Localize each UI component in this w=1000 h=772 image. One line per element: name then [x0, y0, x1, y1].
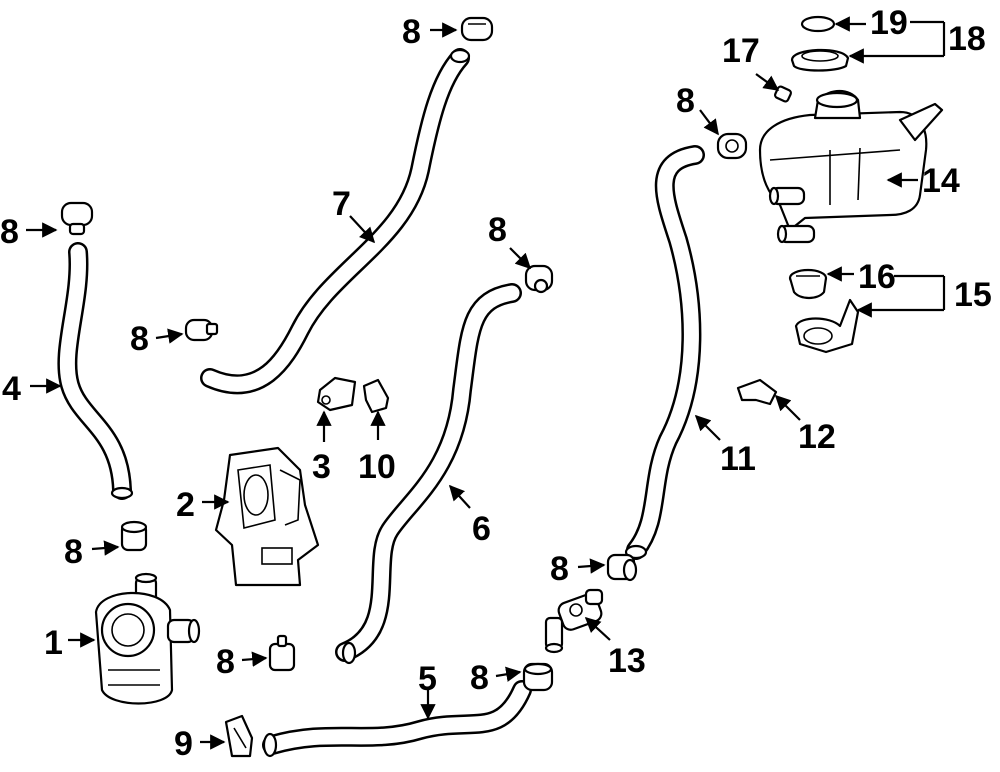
clip-12[interactable] — [736, 378, 778, 406]
clamp-top[interactable] — [460, 16, 494, 42]
clamp-left-low[interactable] — [120, 520, 148, 552]
callout-13: 13 — [608, 642, 646, 680]
clamp-bottom-left[interactable] — [268, 634, 296, 672]
clamp-left-mid[interactable] — [184, 318, 219, 342]
callout-19: 19 — [870, 4, 908, 42]
coolant-reservoir[interactable] — [758, 89, 944, 244]
hose-4[interactable] — [57, 242, 134, 500]
callout-8-bottom-left: 8 — [216, 643, 235, 681]
clamp-left-top[interactable] — [60, 201, 94, 236]
bracket-15[interactable] — [794, 298, 860, 354]
callout-17: 17 — [722, 32, 760, 70]
mount-16[interactable] — [788, 268, 828, 300]
callout-7: 7 — [332, 185, 351, 223]
retainer-9[interactable] — [224, 714, 254, 758]
retainer-10[interactable] — [362, 378, 390, 414]
hose-5[interactable] — [262, 680, 532, 758]
callout-5: 5 — [418, 660, 437, 698]
callout-10: 10 — [358, 448, 396, 486]
callout-8-right-low: 8 — [550, 550, 569, 588]
hose-11[interactable] — [624, 145, 705, 560]
callout-11: 11 — [720, 440, 756, 478]
seal-19[interactable] — [800, 15, 836, 33]
callout-18: 18 — [948, 20, 986, 58]
callout-15: 15 — [954, 276, 992, 314]
callout-8-center: 8 — [488, 211, 507, 249]
cap-18[interactable] — [790, 48, 850, 72]
callout-8-left-low: 8 — [64, 533, 83, 571]
leader-lines — [26, 16, 946, 750]
callout-labels: 8 8 8 8 8 8 8 8 8 1 2 3 4 5 6 7 9 10 11 … — [0, 4, 992, 763]
callout-12: 12 — [798, 418, 836, 456]
callout-16: 16 — [858, 258, 896, 296]
callout-9: 9 — [174, 725, 193, 763]
clamp-bottom-mid[interactable] — [522, 662, 554, 692]
callout-8-bottom-mid: 8 — [470, 659, 489, 697]
hose-7[interactable] — [200, 48, 471, 395]
callout-4: 4 — [2, 370, 21, 408]
callout-8-right-top: 8 — [676, 82, 695, 120]
valve-13[interactable] — [544, 588, 604, 654]
bracket-small-3[interactable] — [316, 376, 357, 412]
clamp-right-top[interactable] — [716, 132, 748, 160]
clamp-center[interactable] — [524, 264, 554, 294]
callout-8-left-mid: 8 — [130, 320, 149, 358]
water-pump[interactable] — [94, 572, 201, 705]
callout-8-top: 8 — [402, 13, 421, 51]
callout-14: 14 — [922, 162, 960, 200]
bracket[interactable] — [214, 446, 320, 587]
callout-3: 3 — [312, 448, 331, 486]
callout-1: 1 — [44, 624, 63, 662]
clamp-right-low[interactable] — [606, 553, 638, 582]
callout-8-left-top: 8 — [0, 213, 19, 251]
callout-6: 6 — [472, 510, 491, 548]
hose-6[interactable] — [335, 283, 522, 665]
callout-2: 2 — [176, 486, 195, 524]
